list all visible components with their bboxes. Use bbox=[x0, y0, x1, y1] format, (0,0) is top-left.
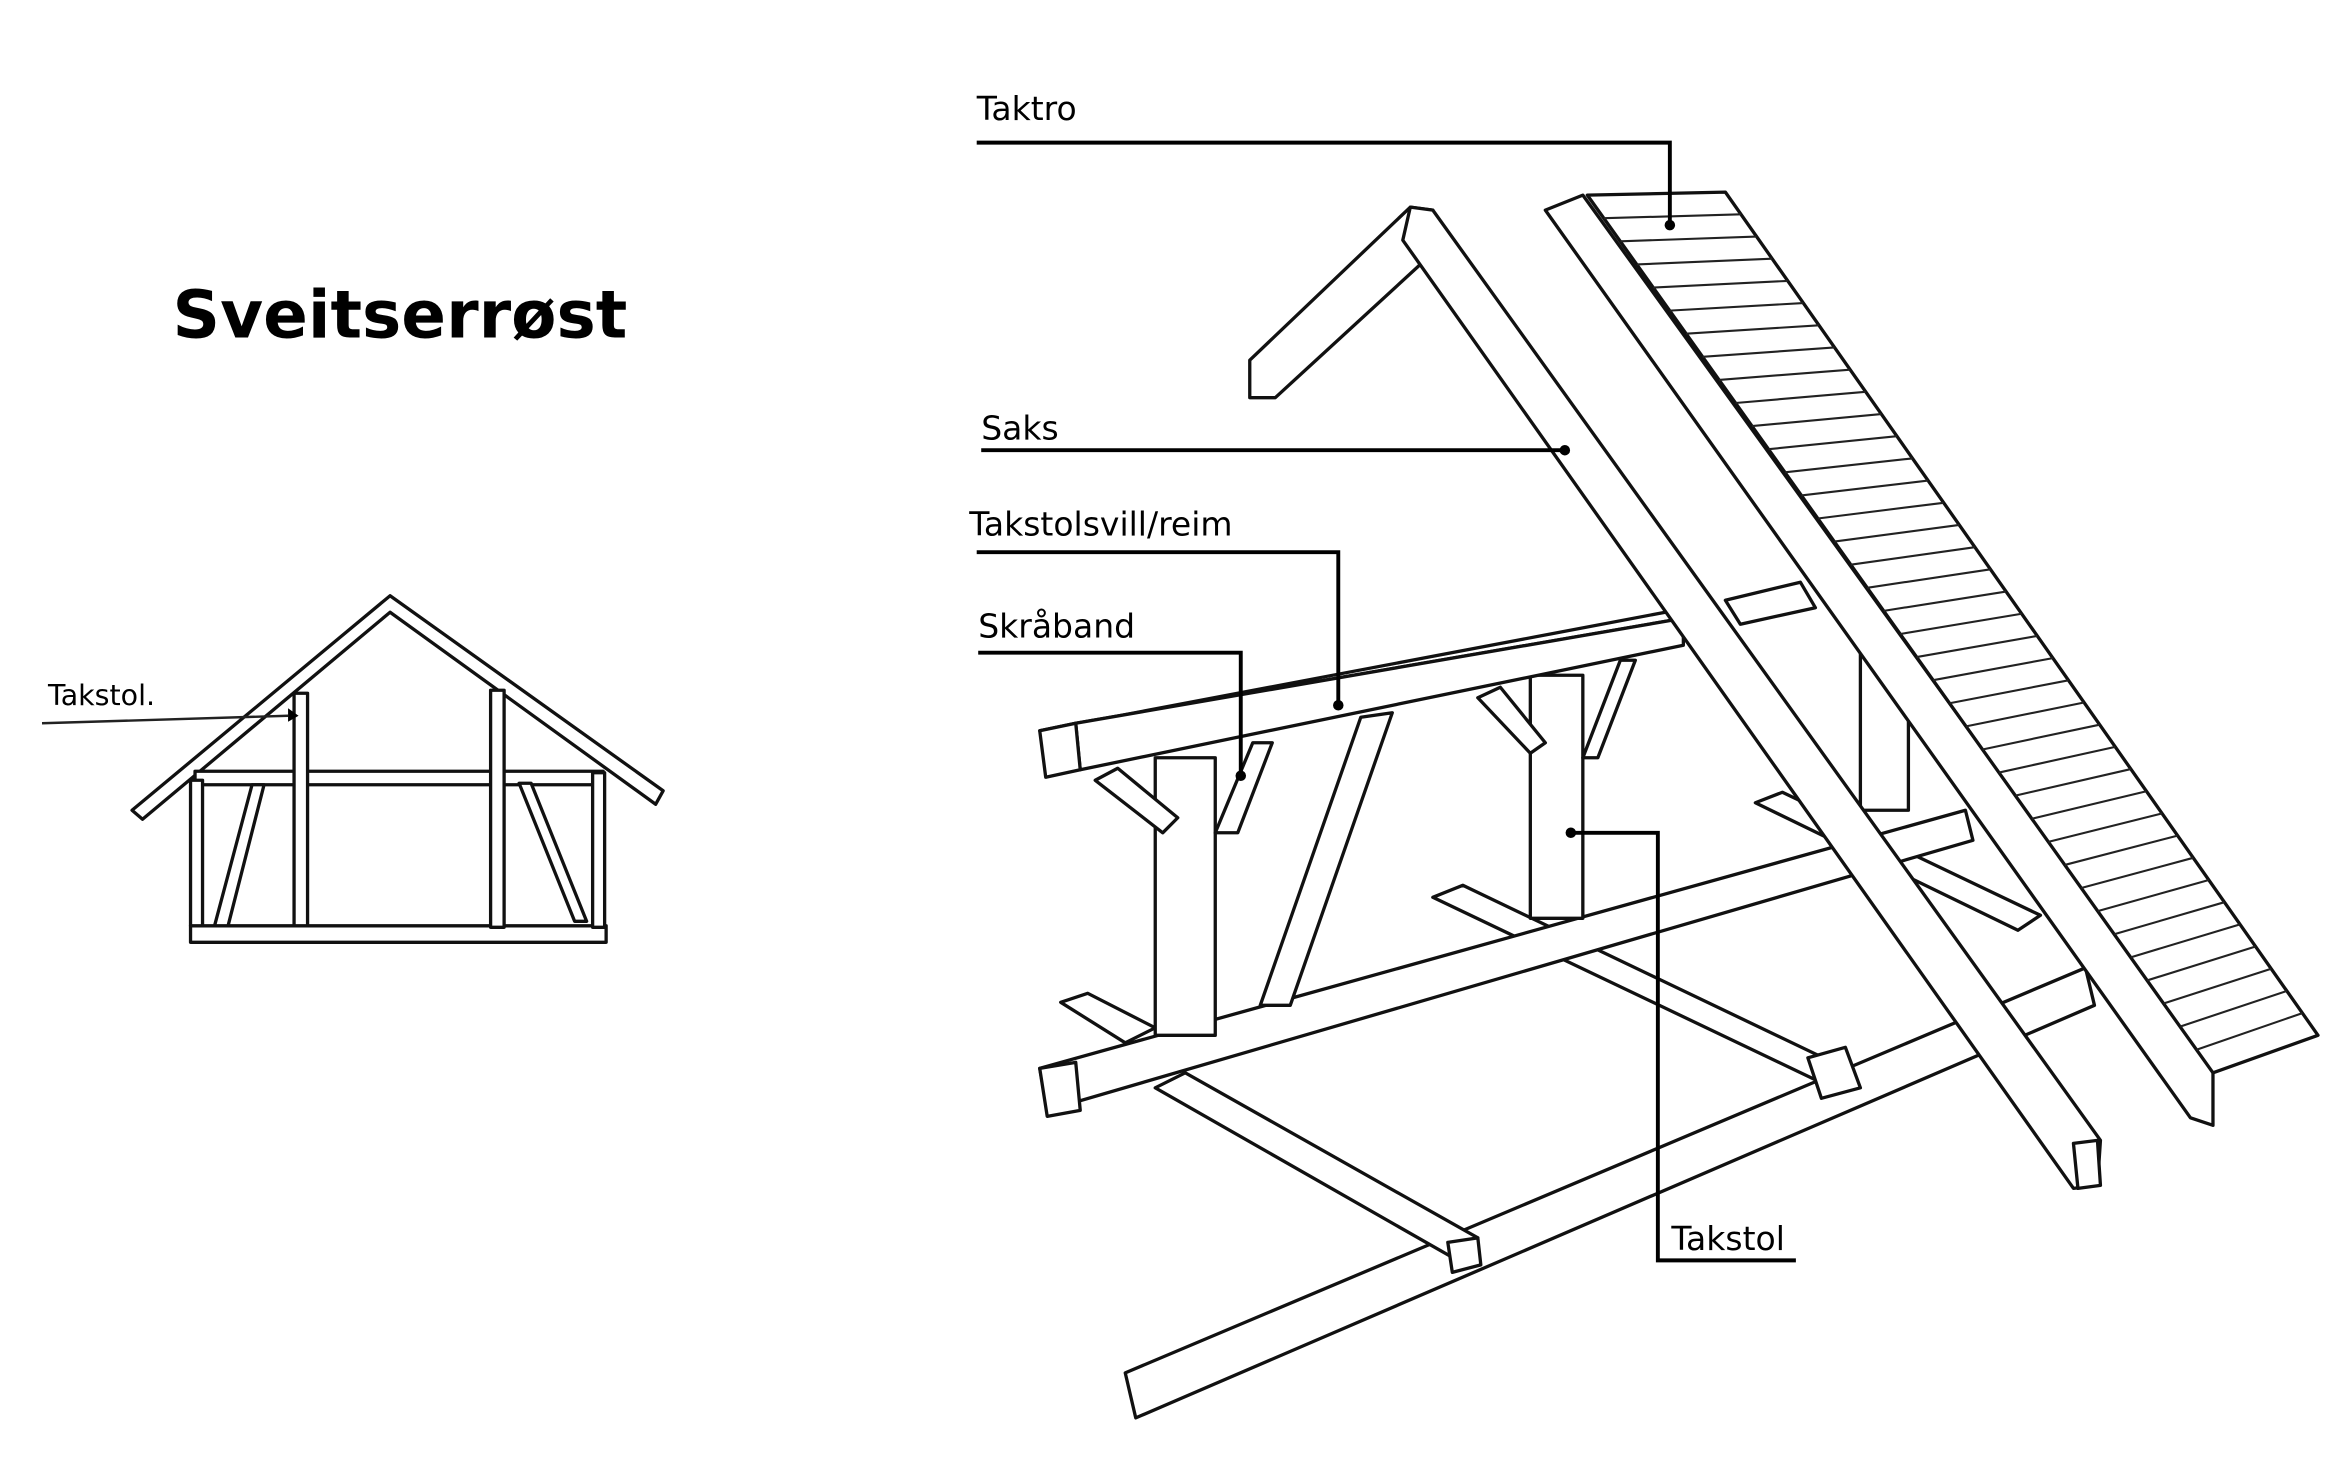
taktro-board bbox=[2130, 923, 2241, 959]
taktro-board bbox=[1603, 213, 1741, 220]
taktro-board bbox=[1751, 412, 1882, 428]
taktro-board bbox=[1801, 479, 1929, 497]
taktro-board bbox=[1620, 235, 1757, 243]
small-brace-right bbox=[517, 781, 589, 923]
taktro-board bbox=[1867, 568, 1991, 589]
taktro-board bbox=[2113, 901, 2225, 936]
taktro-board bbox=[1899, 612, 2022, 636]
taktro-board bbox=[2146, 945, 2256, 982]
small-post-right bbox=[488, 688, 506, 929]
small-frame-elevation bbox=[130, 594, 665, 944]
small-roof-rafters bbox=[130, 594, 665, 821]
taktro-board bbox=[1965, 701, 2085, 728]
taktro-board bbox=[1718, 368, 1851, 381]
small-brace-left bbox=[212, 783, 266, 928]
isometric-roof-structure bbox=[1038, 190, 2320, 1420]
leader-taktro bbox=[976, 140, 1672, 226]
beam-stub-left bbox=[1059, 991, 1157, 1045]
small-wall-post-left bbox=[188, 778, 205, 928]
leader-skraband bbox=[978, 650, 1243, 776]
bottom-sill-end bbox=[1038, 1060, 1082, 1118]
post-front-left bbox=[1153, 756, 1217, 1037]
taktro-board bbox=[1669, 302, 1804, 312]
point-takstolsvill bbox=[1333, 699, 1344, 711]
point-taktro bbox=[1664, 219, 1676, 231]
takstol-small-label: Takstol. bbox=[47, 679, 155, 712]
diagonal-brace bbox=[1258, 711, 1394, 1007]
point-takstol bbox=[1565, 827, 1577, 839]
rafter-end bbox=[2071, 1138, 2103, 1190]
taktro-board bbox=[1916, 634, 2038, 659]
taktro-board bbox=[2064, 834, 2178, 866]
small-bottom-sill bbox=[188, 924, 608, 944]
roof-rafter bbox=[1543, 193, 2215, 1127]
taktro-board bbox=[1735, 390, 1866, 405]
top-sill-end bbox=[1038, 721, 1082, 779]
taktro-board bbox=[2196, 1012, 2303, 1051]
taktro-board bbox=[1653, 279, 1788, 289]
label-takstolsvill: Takstolsvill/reim bbox=[968, 505, 1232, 544]
label-taktro: Taktro bbox=[976, 89, 1077, 128]
taktro-board-lines bbox=[1603, 213, 2303, 1051]
skraband-post-right bbox=[1476, 685, 1547, 755]
leader-takstolsvill bbox=[976, 550, 1341, 706]
taktro-board bbox=[2179, 989, 2288, 1028]
taktro-board bbox=[1982, 723, 2100, 751]
taktro-board bbox=[2097, 878, 2210, 913]
taktro-board bbox=[2015, 768, 2132, 797]
taktro-board bbox=[2048, 812, 2163, 843]
cross-beam-1 bbox=[1153, 1071, 1480, 1260]
taktro-board bbox=[1686, 324, 1820, 335]
beam-end-front bbox=[1446, 1236, 1483, 1275]
taktro-board bbox=[1636, 257, 1773, 266]
skraband-left bbox=[1093, 766, 1180, 835]
taktro-board bbox=[1817, 501, 1944, 520]
small-post-left bbox=[292, 691, 310, 928]
taktro-board bbox=[1998, 745, 2116, 774]
taktro-board bbox=[1702, 346, 1835, 358]
taktro-board bbox=[1784, 457, 1913, 474]
taktro-board bbox=[2163, 967, 2272, 1005]
skraband-post-right-2 bbox=[1581, 658, 1637, 760]
taktro-board bbox=[1932, 657, 2054, 682]
takstol-small-leader bbox=[41, 714, 289, 725]
taktro-board bbox=[2031, 790, 2147, 820]
label-skraband: Skråband bbox=[978, 607, 1135, 646]
back-sill bbox=[1723, 580, 1818, 626]
arrow-icon bbox=[288, 708, 299, 722]
diagram-title: Sveitserrøst bbox=[173, 277, 628, 354]
label-saks: Saks bbox=[981, 409, 1058, 448]
skraband-right bbox=[1213, 741, 1274, 835]
small-wall-post-right bbox=[590, 771, 607, 929]
taktro-board bbox=[1883, 590, 2007, 612]
taktro-board bbox=[1850, 546, 1976, 566]
taktro-board bbox=[1768, 435, 1898, 451]
taktro-boards bbox=[1585, 190, 2320, 1075]
small-tie-beam bbox=[193, 769, 605, 787]
taktro-board bbox=[1834, 523, 1960, 543]
taktro-board bbox=[1949, 679, 2069, 705]
post-front-right bbox=[1528, 673, 1585, 920]
taktro-board bbox=[2080, 856, 2194, 890]
point-skraband bbox=[1235, 770, 1247, 782]
point-saks bbox=[1559, 444, 1571, 456]
beam-end-mid bbox=[1806, 1045, 1863, 1100]
label-takstol: Takstol bbox=[1670, 1219, 1785, 1258]
leader-takstol bbox=[1570, 830, 1796, 1263]
